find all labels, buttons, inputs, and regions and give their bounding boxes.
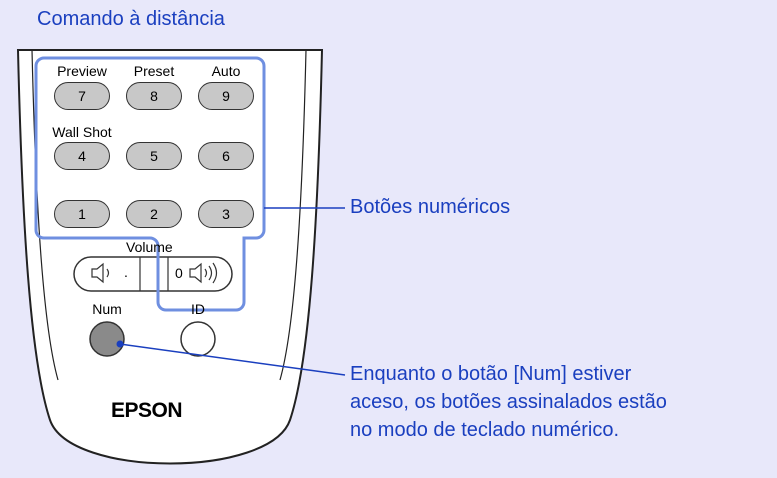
remote-inner-right-line	[279, 49, 307, 381]
button-2[interactable]: 2	[126, 200, 182, 228]
button-3[interactable]: 3	[198, 200, 254, 228]
label-wall-shot: Wall Shot	[52, 124, 112, 140]
page-title: Comando à distância	[37, 8, 225, 30]
volume-dot: .	[124, 264, 128, 280]
button-1[interactable]: 1	[54, 200, 110, 228]
volume-label: Volume	[126, 239, 173, 255]
leader-line-num	[119, 343, 346, 376]
button-9[interactable]: 9	[198, 82, 254, 110]
volume-zero: 0	[175, 265, 183, 281]
label-auto: Auto	[211, 63, 241, 79]
num-label: Num	[92, 301, 122, 317]
button-4[interactable]: 4	[54, 142, 110, 170]
button-5[interactable]: 5	[126, 142, 182, 170]
volume-rocker	[73, 256, 233, 292]
callout-num-line2: aceso, os botões assinalados estão	[350, 391, 667, 413]
button-7[interactable]: 7	[54, 82, 110, 110]
label-preset: Preset	[133, 63, 175, 79]
button-8[interactable]: 8	[126, 82, 182, 110]
numeric-highlight-outline	[34, 56, 266, 312]
remote-inner-left-line	[31, 49, 59, 381]
button-6[interactable]: 6	[198, 142, 254, 170]
volume-down-speaker-icon	[91, 262, 110, 284]
callout-num-line3: no modo de teclado numérico.	[350, 419, 620, 441]
epson-logo: EPSON	[111, 399, 183, 422]
volume-up-speaker-icon	[189, 262, 218, 284]
callout-num-line1: Enquanto o botão [Num] estiver	[350, 363, 632, 385]
id-label: ID	[191, 301, 205, 317]
callout-numeric-buttons: Botões numéricos	[350, 196, 511, 218]
num-button	[89, 321, 125, 357]
leader-dot-num	[116, 340, 124, 348]
id-button	[180, 321, 216, 357]
label-preview: Preview	[57, 63, 107, 79]
